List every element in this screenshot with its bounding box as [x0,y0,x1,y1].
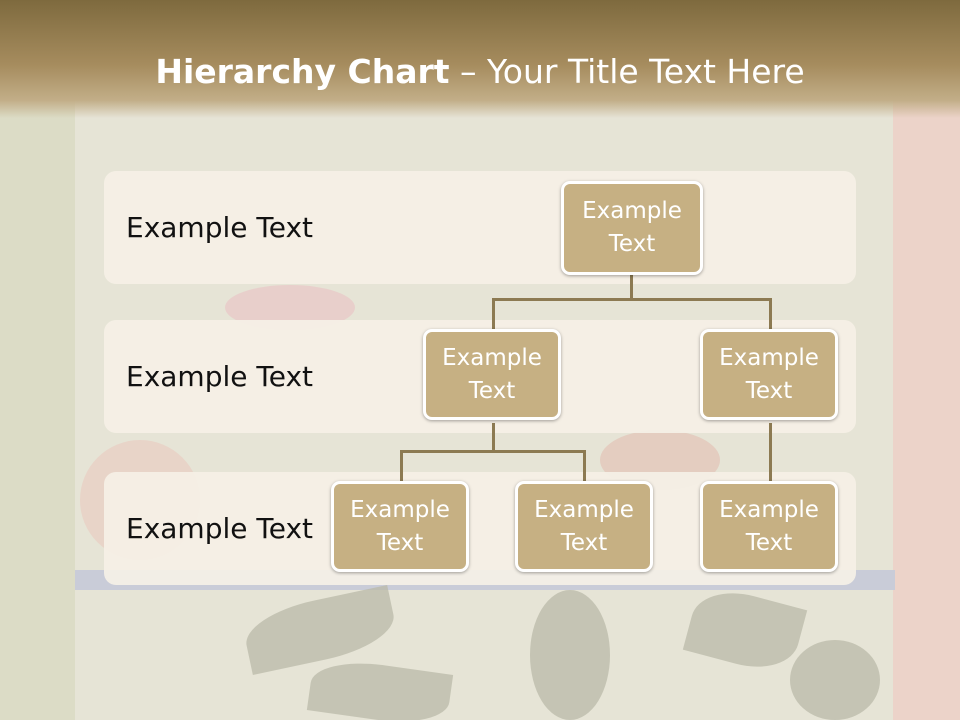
node-label: Example Text [582,198,682,257]
connector-to-level3-b [583,450,586,482]
node-label: Example Text [719,344,819,404]
node-root[interactable]: Example Text [561,181,703,275]
connector-to-level2-left [492,298,495,330]
node-label: Example Text [442,344,542,404]
connector-to-level3-a [400,450,403,482]
background-leaf [790,640,880,720]
row-label[interactable]: Example Text [126,360,314,393]
header-band [0,0,960,118]
level-row-1: Example Text [104,171,856,284]
node-level3-c[interactable]: Example Text [700,481,838,572]
background-right-wall [893,0,960,720]
connector-to-level2-right [769,298,772,330]
node-label: Example Text [534,496,634,556]
node-label: Example Text [350,496,450,556]
node-label: Example Text [719,496,819,556]
node-level3-b[interactable]: Example Text [515,481,653,572]
title-rest-part: – Your Title Text Here [449,52,805,91]
connector-level2-horizontal [492,298,772,301]
node-level2-right[interactable]: Example Text [700,329,838,420]
row-label[interactable]: Example Text [126,211,314,244]
row-label[interactable]: Example Text [126,512,314,545]
connector-level3-horizontal [400,450,586,453]
node-level2-left[interactable]: Example Text [423,329,561,420]
slide-title[interactable]: Hierarchy Chart – Your Title Text Here [0,52,960,91]
node-level3-a[interactable]: Example Text [331,481,469,572]
title-bold-part: Hierarchy Chart [155,52,450,91]
connector-level2-left-down [492,423,495,451]
connector-to-level3-c [769,423,772,482]
background-leaf [530,590,610,720]
connector-root-down [630,275,633,300]
background-left-wall [0,0,75,720]
